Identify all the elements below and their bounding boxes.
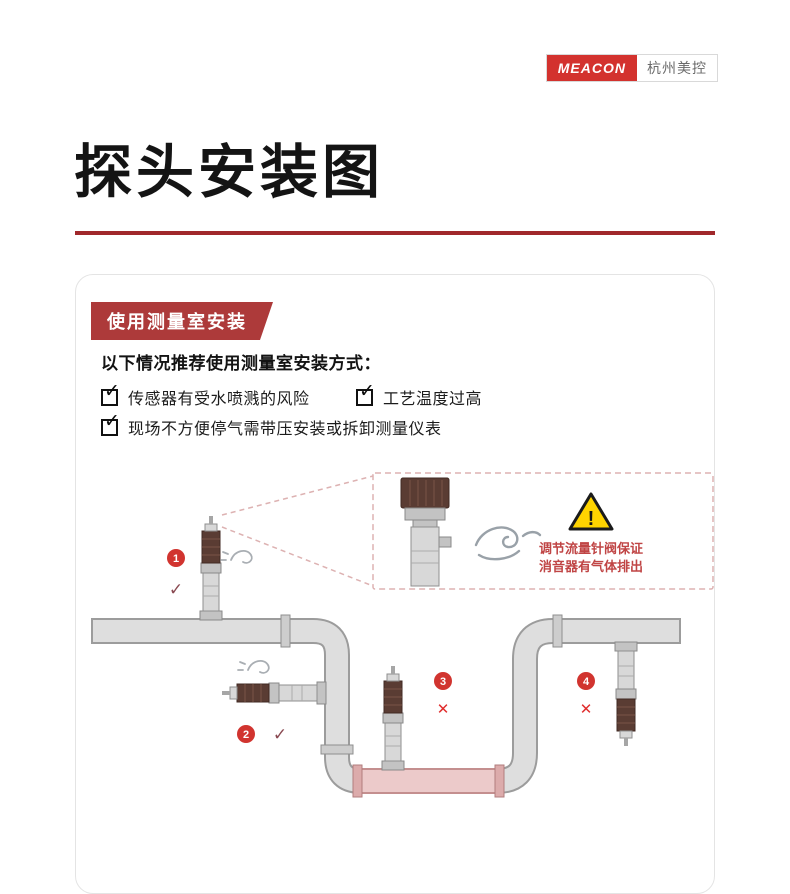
condition-label: 工艺温度过高 bbox=[383, 391, 483, 408]
installation-diagram: ! 调节流量针阀保证 消音器有气体排出 bbox=[91, 472, 714, 798]
probe-2 bbox=[221, 681, 327, 705]
check-glyph: ✓ bbox=[104, 380, 121, 402]
flange bbox=[320, 744, 354, 755]
page: { "colors": { "brand_red": "#d3322e", "b… bbox=[74, 54, 718, 894]
steam-puff-1 bbox=[220, 549, 253, 564]
warning-mark: ! bbox=[588, 508, 595, 530]
checkbox-icon: ✓ bbox=[101, 412, 120, 436]
probe-1 bbox=[199, 515, 223, 621]
install-panel: 使用测量室安装 以下情况推荐使用测量室安装方式： ✓ 传感器有受水喷溅的风险 ✓… bbox=[75, 274, 715, 894]
probe-3 bbox=[381, 665, 405, 771]
probe-4 bbox=[614, 641, 638, 747]
flange bbox=[494, 764, 505, 798]
mark-4: ✕ bbox=[580, 701, 593, 718]
check-glyph: ✓ bbox=[359, 380, 376, 402]
condition-label: 传感器有受水喷溅的风险 bbox=[128, 391, 310, 408]
mark-3: ✕ bbox=[437, 701, 450, 718]
steam-puff-2 bbox=[237, 659, 270, 674]
brand-name: MEACON bbox=[546, 55, 637, 81]
page-title: 探头安装图 bbox=[74, 140, 385, 205]
section-badge: 使用测量室安装 bbox=[91, 302, 273, 340]
warning-icon: ! bbox=[568, 492, 614, 531]
title-divider bbox=[75, 231, 715, 235]
detail-callout: ! 调节流量针阀保证 消音器有气体排出 bbox=[372, 472, 714, 590]
condition-item-2: ✓ 工艺温度过高 bbox=[356, 382, 483, 409]
check-glyph: ✓ bbox=[104, 410, 121, 432]
leader-lines bbox=[221, 475, 374, 587]
brand-company: 杭州美控 bbox=[647, 60, 707, 76]
section-intro: 以下情况推荐使用测量室安装方式： bbox=[101, 354, 381, 373]
condition-item-1: ✓ 传感器有受水喷溅的风险 bbox=[101, 382, 310, 409]
condition-label: 现场不方便停气需带压安装或拆卸测量仪表 bbox=[128, 421, 442, 438]
mark-2: ✓ bbox=[273, 725, 287, 744]
checkbox-icon: ✓ bbox=[101, 382, 120, 406]
marker-2-number: 2 bbox=[243, 729, 249, 741]
marker-2: 2 bbox=[237, 725, 255, 743]
mark-1: ✓ bbox=[169, 580, 183, 599]
marker-4: 4 bbox=[577, 672, 595, 690]
marker-3: 3 bbox=[434, 672, 452, 690]
flange bbox=[352, 764, 363, 798]
wind-icon bbox=[474, 526, 542, 561]
marker-3-number: 3 bbox=[440, 676, 446, 688]
flange bbox=[552, 614, 563, 648]
warning-note-line2: 消音器有气体排出 bbox=[539, 559, 643, 574]
pipe-network bbox=[91, 614, 681, 798]
callout-probe bbox=[400, 477, 452, 587]
flange bbox=[280, 614, 291, 648]
marker-1-number: 1 bbox=[173, 553, 179, 565]
marker-4-number: 4 bbox=[583, 676, 590, 688]
marker-1: 1 bbox=[167, 549, 185, 567]
brand-logo: MEACON 杭州美控 bbox=[545, 54, 718, 82]
warning-note-line1: 调节流量针阀保证 bbox=[539, 541, 643, 556]
condition-item-3: ✓ 现场不方便停气需带压安装或拆卸测量仪表 bbox=[101, 412, 442, 439]
checkbox-icon: ✓ bbox=[356, 382, 375, 406]
